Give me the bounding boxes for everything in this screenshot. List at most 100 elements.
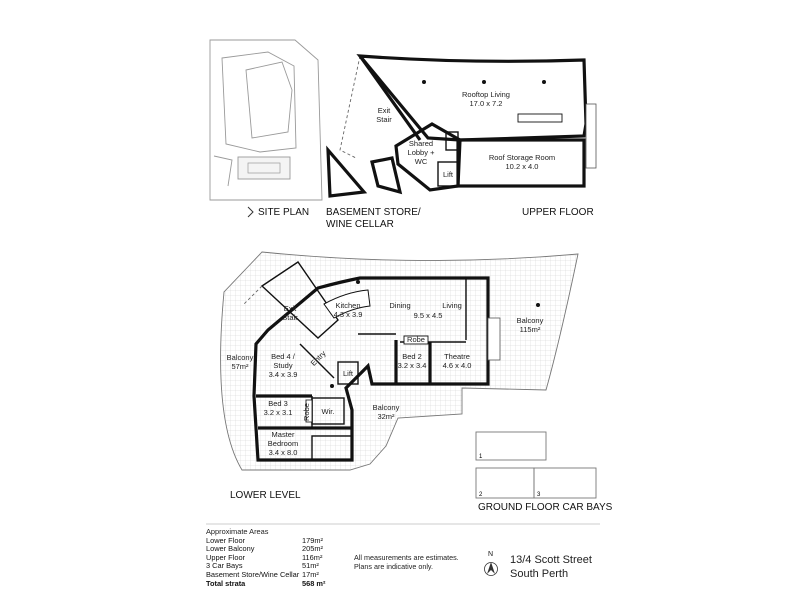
column-dot [482,80,486,84]
disclaimer-line: All measurements are estimates. [354,553,459,562]
car-bay-1 [475,431,547,461]
exit-stair-wall [358,55,422,141]
lower-exit-stair-label-2: Stair [282,313,298,322]
balcony-west-label: Balcony [227,353,254,362]
wall-entry [299,343,335,379]
master-label: Master [272,430,295,439]
dining-living-size: 9.5 x 4.5 [414,311,443,320]
car-bays: 1 2 3 GROUND FLOOR CAR BAYS [475,431,613,513]
column-dot [536,303,540,307]
property-address: 13/4 Scott Street South Perth [510,553,592,581]
lower-exit-stair [260,261,339,339]
bed2-label: Bed 2 [402,352,422,361]
car-bay-3-number: 3 [537,492,541,498]
column-dot [422,80,426,84]
balcony-east-label: Balcony [517,316,544,325]
column-dot [356,280,360,284]
rooftop-living-label: Rooftop Living [462,90,510,99]
site-boundary [209,39,323,201]
car-bay-3 [533,467,597,499]
lower-dwelling-walls [252,276,490,462]
basement-store-right [370,156,403,195]
robe-side-label: Robe [302,403,311,421]
lower-lift-label: Lift [343,369,354,378]
basement-store: BASEMENT STORE/ WINE CELLAR [326,145,421,230]
roof-storage-label: Roof Storage Room [489,153,555,162]
robe-side-fixture [305,399,313,423]
balcony-west-area: 57m² [231,362,249,371]
kitchen-size: 4.3 x 3.9 [334,310,363,319]
kitchen-label: Kitchen [335,301,360,310]
basement-store-left [326,145,368,198]
shared-lobby-room [394,122,462,192]
bed4-label-2: Study [273,361,292,370]
site-path [213,155,233,187]
car-bays-title: GROUND FLOOR CAR BAYS [478,502,613,513]
rooftop-bench [517,113,563,123]
compass-icon [484,562,498,576]
column-dot [330,384,334,388]
car-bay-2 [475,467,535,499]
roof-storage-size: 10.2 x 4.0 [506,162,539,171]
site-building-core [245,61,293,139]
robe-upper-label: Robe [407,335,425,344]
bed4-size: 3.4 x 3.9 [269,370,298,379]
site-plan-title: SITE PLAN [258,207,309,218]
rooftop-living-room [356,54,588,142]
shared-lobby-label-2: Lobby + [408,148,436,157]
basement-title-line2: WINE CELLAR [326,219,394,230]
basement-title-line1: BASEMENT STORE/ [326,207,421,218]
shared-lobby-label: Shared [409,139,433,148]
disclaimer-line: Plans are indicative only. [354,562,433,571]
lower-exit-stair-label: Exit [284,304,297,313]
car-bay-2-number: 2 [479,492,483,498]
balcony-east-area: 115m² [520,325,541,334]
theatre-label: Theatre [444,352,470,361]
bed3-label: Bed 3 [268,399,288,408]
column-dot [542,80,546,84]
exit-stair-outline [339,55,361,159]
dining-label: Dining [389,301,410,310]
bed4-label: Bed 4 / [271,352,296,361]
kitchen-bench [323,289,371,319]
shared-lobby-label-3: WC [415,157,428,166]
compass: N [479,551,503,579]
upper-floor-title: UPPER FLOOR [522,207,594,218]
bed3-size: 3.2 x 3.1 [264,408,293,417]
site-pool [237,156,291,180]
site-building [221,51,297,153]
bed2-size: 3.2 x 3.4 [398,361,427,370]
lower-exit-stair-dash [243,285,263,305]
upper-exit-stair-label: Exit [378,106,391,115]
chevron-right-icon [247,206,254,218]
car-bay-1-number: 1 [479,454,483,460]
upper-exit-stair-label-2: Stair [376,115,392,124]
robe-fixture [403,335,429,345]
compass-label: N [488,551,494,558]
lower-level: Exit Stair Kitchen 4.3 x 3.9 Dining Livi… [220,251,579,501]
balcony-south-area: 32m² [377,412,395,421]
master-label-2: Bedroom [268,439,298,448]
lower-level-title: LOWER LEVEL [230,490,301,501]
site-pool-inner [247,162,281,174]
upper-floor: Rooftop Living 17.0 x 7.2 Exit Stair Sha… [339,54,597,218]
address-street: 13/4 Scott Street [510,554,592,566]
balcony-south-label: Balcony [373,403,400,412]
master-size: 3.4 x 8.0 [269,448,298,457]
lower-external-stair [487,317,501,361]
upper-lift-label: Lift [443,170,454,179]
living-label: Living [442,301,462,310]
lower-lift [337,361,359,385]
wir-label: Wir. [322,407,335,416]
site-plan: SITE PLAN [209,39,323,218]
rooftop-living-size: 17.0 x 7.2 [470,99,503,108]
upper-external-stair [585,103,597,169]
